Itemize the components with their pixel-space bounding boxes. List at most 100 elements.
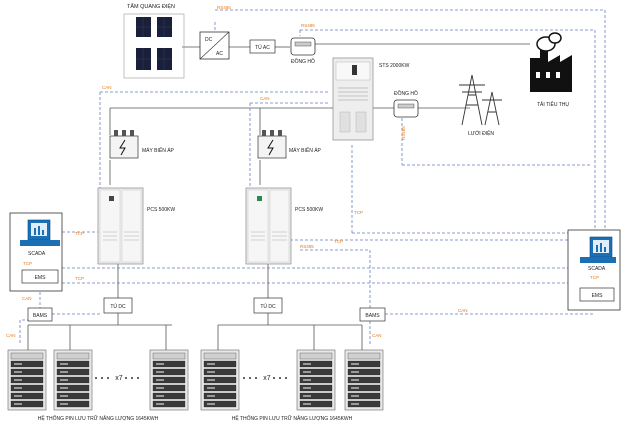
gap-dot — [255, 377, 257, 379]
dc-cabinet-2-label: TỦ DC — [260, 303, 276, 310]
can-2-label: CAN — [260, 96, 270, 101]
battery-rack — [7, 349, 47, 411]
meter-right-label: ĐỒNG HỒ — [394, 90, 418, 97]
battery-module — [299, 360, 333, 368]
meter-right-icon — [393, 99, 419, 118]
battery-module — [152, 384, 186, 392]
ac-cabinet-label: TỦ AC — [255, 44, 270, 51]
battery-module — [152, 360, 186, 368]
battery-module — [203, 400, 237, 408]
can-1-label: CAN — [102, 85, 112, 90]
ac-cabinet — [249, 39, 276, 54]
gap-dot — [249, 377, 251, 379]
battery-module — [10, 368, 44, 376]
transformer-2-label: MÁY BIẾN ÁP — [289, 147, 322, 154]
bams-left-label: BAMS — [33, 313, 48, 319]
tcp-right-1-label: TCP — [590, 275, 599, 280]
bams-right — [359, 307, 386, 322]
bams-right-label: BAMS — [365, 313, 380, 319]
tcp-mid-2-label: TCP — [334, 239, 343, 244]
battery-module — [10, 352, 44, 360]
battery-module — [299, 352, 333, 360]
meter-top-label: ĐỒNG HỒ — [291, 58, 315, 65]
rs485-meter-label: RS485 — [301, 23, 315, 28]
battery-module — [152, 368, 186, 376]
battery-racks — [7, 349, 384, 411]
battery-module — [152, 352, 186, 360]
ems-left-label: EMS — [35, 275, 47, 281]
can-left-top-label: CAN — [22, 296, 32, 301]
solar-panels — [123, 13, 185, 79]
grid-label: LƯỚI ĐIỆN — [468, 129, 494, 137]
battery-rack — [149, 349, 189, 411]
battery-module — [203, 392, 237, 400]
transformer-2-icon — [257, 130, 287, 159]
battery-module — [347, 392, 381, 400]
rack-gap-2-label: x7 — [263, 375, 271, 382]
battery-module — [299, 392, 333, 400]
gap-dot — [125, 377, 127, 379]
can-bams-right-label: CAN — [458, 308, 468, 313]
dc-cabinet-2 — [253, 297, 283, 314]
battery-module — [203, 360, 237, 368]
solar-panels-label: TẤM QUANG ĐIỆN — [127, 2, 175, 10]
gap-dot — [243, 377, 245, 379]
ems-right — [579, 287, 615, 302]
battery-module — [299, 384, 333, 392]
battery-module — [347, 360, 381, 368]
battery-module — [10, 400, 44, 408]
rs485-mid-label: RS485 — [300, 244, 314, 249]
gap-dot — [95, 377, 97, 379]
can-right-top-label: CAN — [372, 333, 382, 338]
gap-dot — [101, 377, 103, 379]
transformer-1-label: MÁY BIẾN ÁP — [142, 147, 175, 154]
gap-dot — [137, 377, 139, 379]
gap-dot — [273, 377, 275, 379]
grid-towers-icon — [459, 74, 502, 126]
battery-module — [347, 376, 381, 384]
battery-module — [203, 352, 237, 360]
gap-dot — [107, 377, 109, 379]
meter-top-icon — [290, 37, 316, 56]
battery-rack — [53, 349, 93, 411]
load-label: TẢI TIÊU THỤ — [537, 100, 569, 108]
battery-module — [10, 376, 44, 384]
sts-label: STS 2000KW — [379, 63, 410, 69]
transformer-1-icon — [109, 130, 139, 159]
battery-module — [152, 392, 186, 400]
battery-module — [203, 376, 237, 384]
scada-right-monitor-icon — [580, 236, 616, 263]
battery-module — [56, 368, 90, 376]
dc-cabinet-1 — [103, 297, 133, 314]
battery-module — [299, 400, 333, 408]
sts-cabinet — [332, 57, 374, 141]
battery-module — [10, 360, 44, 368]
battery-module — [347, 384, 381, 392]
tcp-left-3-label: TCP — [75, 276, 84, 281]
tcp-left-2-label: TCP — [23, 261, 32, 266]
bams-left — [27, 307, 53, 322]
pcs-2-label: PCS 500KW — [295, 207, 323, 213]
battery-system-2-label: HỆ THỐNG PIN LƯU TRỮ NĂNG LƯỢNG 1645KWH — [232, 414, 353, 422]
scada-left-label: SCADA — [28, 251, 46, 257]
battery-module — [203, 384, 237, 392]
battery-module — [56, 352, 90, 360]
dc-ac-inverter — [199, 31, 230, 60]
can-left-bottom-label: CAN — [6, 333, 16, 338]
rs485-top-label: RS485 — [217, 5, 231, 10]
gap-dot — [279, 377, 281, 379]
battery-module — [56, 400, 90, 408]
tcp-mid-1-label: TCP — [354, 210, 363, 215]
battery-module — [56, 384, 90, 392]
rack-gap-1-label: x7 — [115, 375, 123, 382]
battery-rack — [344, 349, 384, 411]
power-lines — [27, 43, 530, 350]
battery-module — [10, 384, 44, 392]
pcs-1-label: PCS 500KW — [147, 207, 175, 213]
battery-module — [152, 400, 186, 408]
battery-module — [347, 400, 381, 408]
battery-module — [299, 376, 333, 384]
gap-dot — [285, 377, 287, 379]
